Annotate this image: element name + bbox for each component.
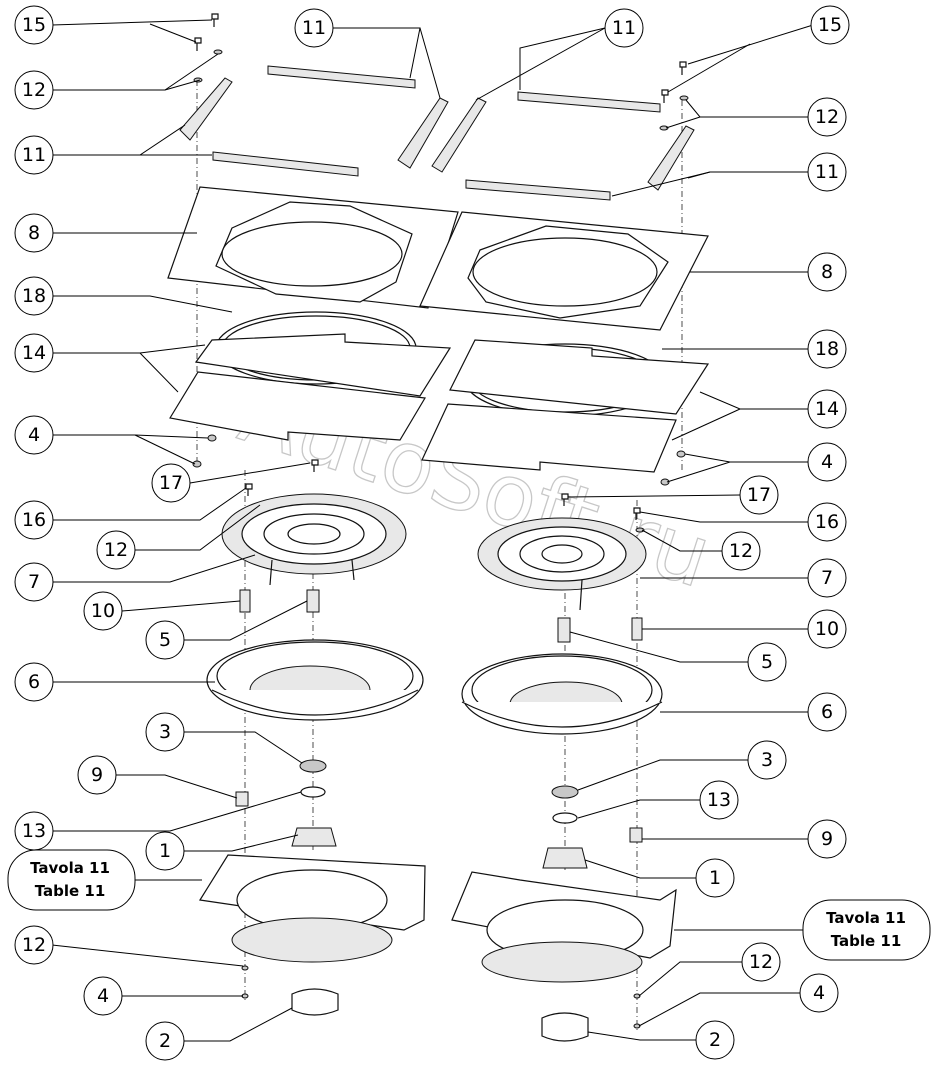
svg-text:12: 12 [749, 951, 773, 973]
callout: 2 [695, 1020, 735, 1060]
svg-text:4: 4 [813, 982, 825, 1004]
svg-text:15: 15 [22, 14, 46, 36]
svg-text:12: 12 [104, 539, 128, 561]
callout: 6 [14, 662, 54, 702]
svg-text:10: 10 [91, 600, 115, 622]
svg-text:17: 17 [747, 484, 771, 506]
svg-text:12: 12 [815, 106, 839, 128]
callout: 5 [747, 642, 787, 682]
left-assembly [167, 13, 487, 1016]
svg-text:12: 12 [22, 79, 46, 101]
callout: 4 [807, 442, 847, 482]
callout: 12 [807, 97, 847, 137]
svg-text:14: 14 [815, 398, 839, 420]
svg-text:8: 8 [821, 261, 833, 283]
callout: 10 [83, 591, 123, 631]
callout: 16 [807, 502, 847, 542]
callout: 11 [604, 8, 644, 48]
svg-text:13: 13 [707, 789, 731, 811]
callout: 14 [807, 389, 847, 429]
callout: 5 [145, 620, 185, 660]
svg-text:18: 18 [815, 338, 839, 360]
callout: 14 [14, 333, 54, 373]
svg-text:14: 14 [22, 342, 46, 364]
callout: 13 [699, 780, 739, 820]
svg-text:3: 3 [159, 721, 171, 743]
svg-text:4: 4 [821, 451, 833, 473]
svg-text:4: 4 [97, 985, 109, 1007]
svg-text:3: 3 [761, 749, 773, 771]
callout: 10 [807, 609, 847, 649]
callout: 11 [807, 152, 847, 192]
svg-text:11: 11 [302, 17, 326, 39]
reference-right-line1: Tavola 11 [826, 909, 906, 927]
svg-text:11: 11 [22, 144, 46, 166]
svg-text:11: 11 [612, 17, 636, 39]
svg-text:15: 15 [818, 14, 842, 36]
callout: 18 [807, 329, 847, 369]
callout: 6 [807, 692, 847, 732]
callout: 3 [145, 712, 185, 752]
callout: 12 [741, 942, 781, 982]
reference-left-line2: Table 11 [35, 882, 106, 900]
callout: 11 [14, 135, 54, 175]
svg-text:6: 6 [821, 701, 833, 723]
svg-text:18: 18 [22, 285, 46, 307]
callout: 17 [739, 475, 779, 515]
leader-lines [51, 19, 814, 1042]
svg-text:11: 11 [815, 161, 839, 183]
reference-left-line1: Tavola 11 [30, 859, 110, 877]
callout: 7 [807, 558, 847, 598]
callout: 3 [747, 740, 787, 780]
callout: 8 [14, 213, 54, 253]
svg-text:5: 5 [159, 629, 171, 651]
svg-text:6: 6 [28, 671, 40, 693]
svg-text:16: 16 [815, 511, 839, 533]
svg-text:12: 12 [22, 934, 46, 956]
svg-text:2: 2 [159, 1030, 171, 1052]
svg-text:9: 9 [821, 828, 833, 850]
callout: 13 [14, 811, 54, 851]
svg-text:12: 12 [729, 540, 753, 562]
callout: 12 [96, 530, 136, 570]
callout: 4 [83, 976, 123, 1016]
callout: 11 [294, 8, 334, 48]
svg-text:13: 13 [22, 820, 46, 842]
svg-text:4: 4 [28, 424, 40, 446]
svg-text:17: 17 [159, 472, 183, 494]
callout: 17 [151, 463, 191, 503]
reference-box-right: Tavola 11 Table 11 [802, 899, 931, 961]
callout: 4 [799, 973, 839, 1013]
callout: 16 [14, 500, 54, 540]
callout: 9 [807, 819, 847, 859]
callout: 8 [807, 252, 847, 292]
svg-text:7: 7 [821, 567, 833, 589]
callout: 15 [810, 5, 850, 45]
callout: 2 [145, 1021, 185, 1061]
reference-box-left: Tavola 11 Table 11 [7, 849, 136, 911]
callout: 18 [14, 276, 54, 316]
svg-text:1: 1 [709, 867, 721, 889]
right-assembly [419, 61, 710, 1042]
svg-text:7: 7 [28, 571, 40, 593]
svg-text:8: 8 [28, 222, 40, 244]
callout: 1 [145, 831, 185, 871]
callouts: 15 12 11 8 18 14 4 17 16 12 7 10 5 6 3 9… [14, 5, 850, 1061]
reference-right-line2: Table 11 [831, 932, 902, 950]
callout: 1 [695, 858, 735, 898]
svg-text:5: 5 [761, 651, 773, 673]
callout: 15 [14, 5, 54, 45]
callout: 7 [14, 562, 54, 602]
callout: 12 [721, 531, 761, 571]
svg-text:10: 10 [815, 618, 839, 640]
callout: 4 [14, 415, 54, 455]
svg-text:16: 16 [22, 509, 46, 531]
callout: 12 [14, 925, 54, 965]
callout: 9 [77, 755, 117, 795]
callout: 12 [14, 70, 54, 110]
svg-text:9: 9 [91, 764, 103, 786]
svg-text:1: 1 [159, 840, 171, 862]
svg-text:2: 2 [709, 1029, 721, 1051]
